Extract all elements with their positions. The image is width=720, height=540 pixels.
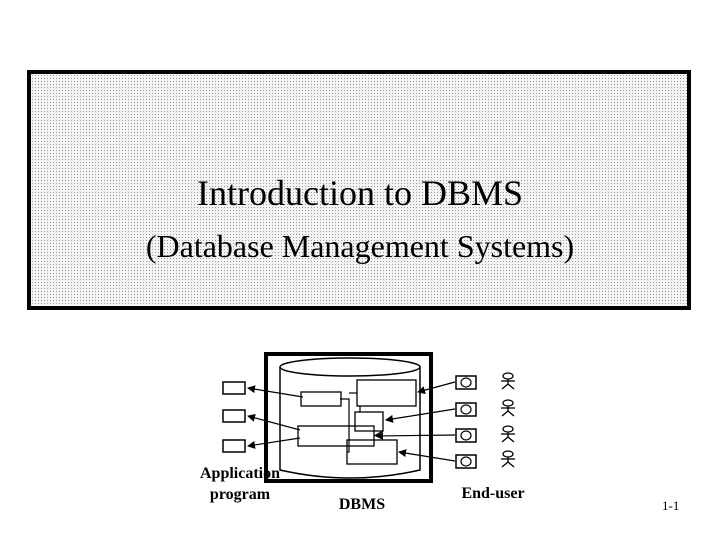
- application-program-label: Application program: [188, 463, 292, 505]
- end-user-terminal: [455, 428, 477, 443]
- arrow-from-enduser: [398, 449, 456, 462]
- end-user-terminal: [455, 454, 477, 469]
- dbms-internal-link: [373, 430, 384, 437]
- slide-title: Introduction to DBMS: [196, 173, 523, 213]
- application-program-box: [222, 439, 246, 453]
- dbms-internal-box: [356, 379, 417, 407]
- end-user-terminal: [455, 375, 477, 390]
- dbms-internal-box: [346, 439, 398, 465]
- database-cylinder-top: [279, 357, 421, 377]
- dbms-frame: [264, 352, 433, 483]
- dbms-internal-box: [354, 411, 384, 432]
- dbms-internal-link: [340, 398, 350, 453]
- application-label-line1: Application: [199, 465, 280, 482]
- arrow-to-application: [247, 413, 301, 431]
- person-icon: [501, 425, 515, 443]
- dbms-internal-box: [300, 391, 342, 407]
- person-icon: [501, 372, 515, 390]
- end-user-terminal: [455, 402, 477, 417]
- dbms-internal-box: [297, 425, 375, 447]
- application-program-box: [222, 409, 246, 423]
- application-program-box: [222, 381, 246, 395]
- dbms-label: DBMS: [338, 496, 386, 513]
- arrow-from-enduser: [417, 381, 456, 395]
- enduser-label: End-user: [461, 485, 525, 502]
- arrow-from-enduser: [385, 408, 456, 423]
- application-label-line2: program: [209, 486, 271, 503]
- title-box: [27, 70, 691, 310]
- arrow-from-enduser: [375, 431, 456, 440]
- database-cylinder: [279, 367, 421, 479]
- page-number: 1-1: [662, 498, 680, 513]
- arrow-to-application: [247, 437, 301, 449]
- person-icon: [501, 399, 515, 417]
- slide-subtitle: (Database Management Systems): [145, 228, 575, 264]
- arrow-to-application: [247, 385, 304, 398]
- person-icon: [501, 450, 515, 468]
